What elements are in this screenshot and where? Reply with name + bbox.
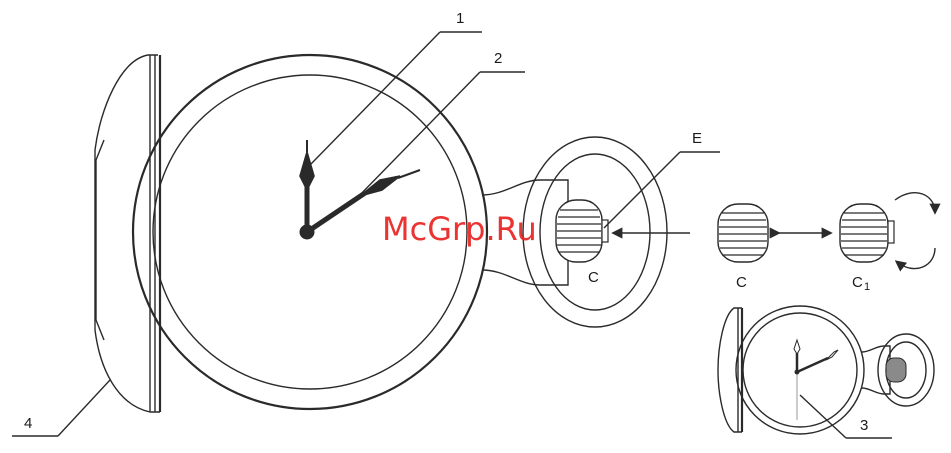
callout-2-label: 2 [494,50,502,67]
rotate-cw-icon [895,193,935,212]
callout-4: 4 [12,380,110,436]
crown-position-c1-label: C [852,274,863,291]
inset-watch [718,306,934,434]
callout-1-label: 1 [456,10,464,27]
callout-4-label: 4 [24,415,32,432]
rotate-ccw-icon [897,248,935,269]
watermark: McGrp.Ru [382,210,537,248]
callout-3-label: 3 [860,417,868,434]
callout-1: 1 [310,10,482,165]
callout-2: 2 [355,50,525,200]
crown [556,200,608,262]
callout-3: 3 [800,395,892,438]
crown-position-c-label-main: C [588,269,599,286]
callout-e-label: E [692,130,702,147]
callout-e: E [604,130,720,228]
crown-position-c-label: C [736,274,747,291]
main-watch [95,55,667,412]
crown-position-c: C [718,204,768,291]
crown-position-c1-subscript: 1 [864,281,870,293]
crown-position-c1: C 1 [840,204,894,293]
